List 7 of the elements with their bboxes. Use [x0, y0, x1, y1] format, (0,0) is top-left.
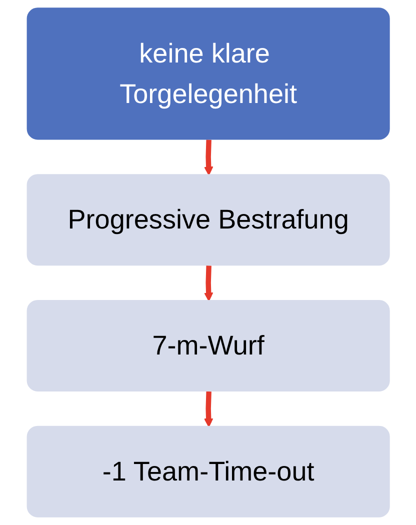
process-box: 7-m-Wurf — [26, 300, 390, 392]
process-box: keine klare Torgelegenheit — [26, 8, 390, 140]
arrow — [204, 140, 213, 176]
arrow — [204, 391, 213, 428]
process-box: -1 Team-Time-out — [26, 426, 390, 518]
arrow — [204, 266, 213, 302]
process-box: Progressive Bestrafung — [26, 174, 390, 266]
